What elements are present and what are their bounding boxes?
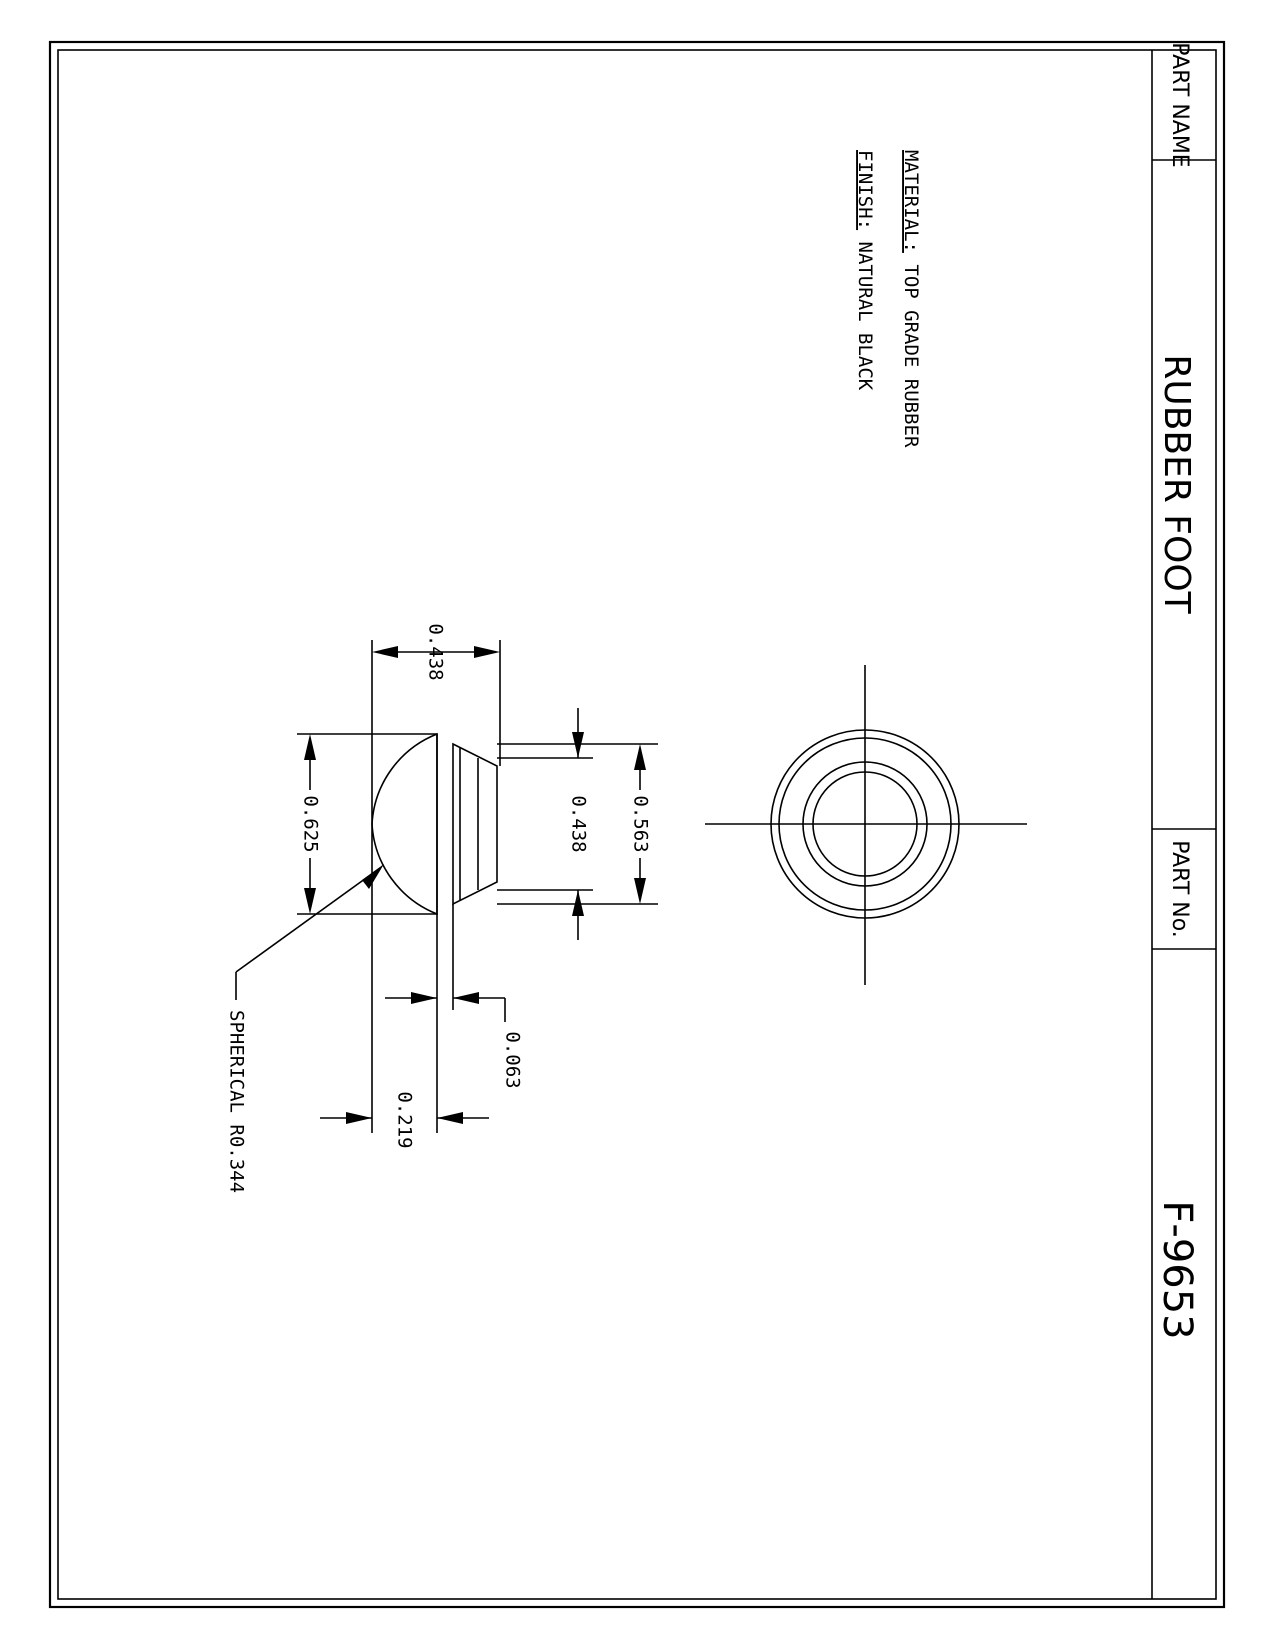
side-view: [371, 732, 498, 916]
title-block: PART NAME RUBBER FOOT PART No. F-9653: [1151, 42, 1216, 1599]
inner-border: [57, 49, 1217, 1600]
finish-value: NATURAL BLACK: [854, 242, 876, 391]
outer-border: [48, 40, 1226, 1609]
part-name: RUBBER FOOT: [1156, 354, 1197, 614]
part-name-label: PART NAME: [1167, 42, 1192, 167]
dim-flange-diameter: 0.563: [630, 795, 652, 852]
material-label: MATERIAL:: [900, 150, 922, 253]
notes: MATERIAL: TOP GRADE RUBBER FINISH: NATUR…: [854, 150, 922, 448]
finish-label: FINISH:: [854, 150, 876, 230]
dimensions: 0.438 0.625 0.438 0.563: [226, 623, 658, 1193]
material-value: TOP GRADE RUBBER: [900, 264, 922, 448]
dim-flange-thickness: 0.063: [502, 1031, 524, 1088]
dim-overall-height: 0.438: [425, 623, 447, 680]
part-number: F-9653: [1154, 1200, 1200, 1339]
dim-shank-diameter: 0.438: [568, 795, 590, 852]
finish-note: FINISH: NATURAL BLACK: [854, 150, 876, 391]
top-view: [705, 665, 1027, 985]
spherical-radius-note: SPHERICAL R0.344: [226, 1010, 248, 1193]
dim-dome-diameter: 0.625: [300, 795, 322, 852]
part-no-label: PART No.: [1167, 840, 1192, 938]
dim-dome-height: 0.219: [394, 1091, 416, 1148]
material-note: MATERIAL: TOP GRADE RUBBER: [900, 150, 922, 448]
